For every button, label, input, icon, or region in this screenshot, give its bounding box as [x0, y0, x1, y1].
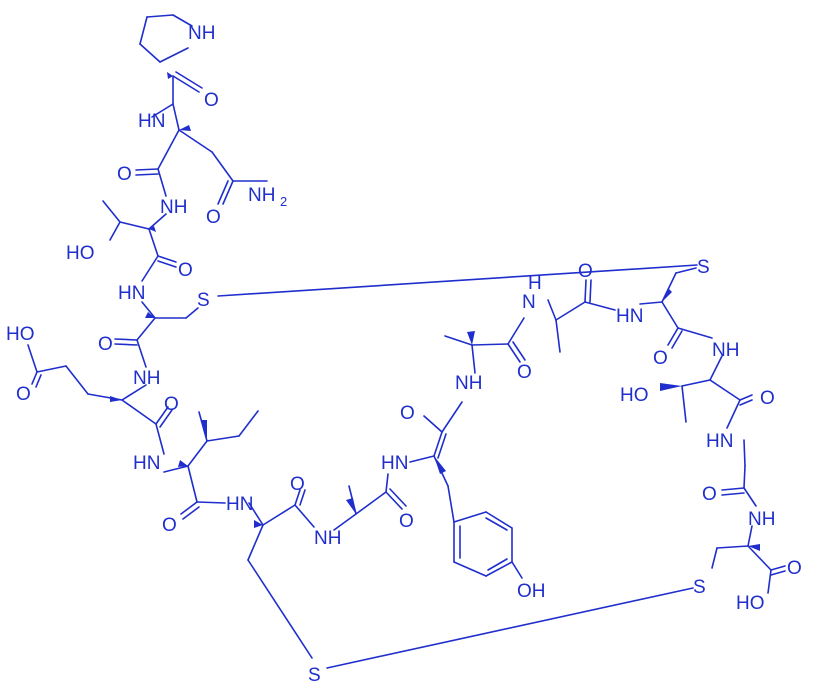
atom-label: OH [517, 581, 546, 602]
atom-label: O [653, 348, 668, 369]
atom-label: S [308, 665, 321, 686]
atom-label: NH [133, 368, 160, 389]
atom-label: HN [133, 453, 160, 474]
atom-label: O [702, 484, 717, 505]
atom-label: N [522, 292, 536, 313]
atom-label: O [16, 384, 31, 405]
atom-label: NH [314, 528, 341, 549]
atom-label: NH [455, 373, 482, 394]
atom-label: HO [736, 593, 765, 614]
atom-label: O [162, 515, 177, 536]
atom-label: O [204, 90, 219, 111]
atom-label: NH [248, 185, 275, 206]
atom-label: HN [138, 111, 165, 132]
atom-label: O [164, 394, 179, 415]
atom-label: O [400, 403, 415, 424]
atom-label: O [206, 207, 221, 228]
stereo-wedges [110, 72, 760, 551]
atom-label: NH [160, 197, 187, 218]
atom-label: S [693, 577, 706, 598]
atom-label: O [517, 362, 532, 383]
atom-label: HN [226, 494, 253, 515]
atom-label: O [399, 511, 414, 532]
atom-label-subscript: 2 [280, 194, 287, 209]
atom-labels: NH O HN O NH NH 2 O HO O HN S HO O NH O … [6, 23, 802, 686]
atom-label: S [197, 290, 210, 311]
atom-label: O [178, 260, 193, 281]
atom-label: HN [706, 431, 733, 452]
atom-label: HO [66, 243, 95, 264]
bond-lines [27, 14, 786, 669]
atom-label: NH [748, 509, 775, 530]
atom-label: O [760, 388, 775, 409]
atom-label: NH [188, 23, 215, 44]
atom-label: O [98, 334, 113, 355]
atom-label: HN [381, 453, 408, 474]
atom-label: O [117, 164, 132, 185]
atom-label: HN [118, 283, 145, 304]
atom-label: O [290, 474, 305, 495]
atom-label: HN [616, 306, 643, 327]
atom-label: O [578, 261, 593, 282]
atom-label: HO [620, 385, 649, 406]
atom-label: S [697, 257, 710, 278]
atom-label: O [787, 558, 802, 579]
atom-label: HO [6, 324, 35, 345]
atom-label: NH [712, 340, 739, 361]
atom-label: H [528, 273, 542, 294]
